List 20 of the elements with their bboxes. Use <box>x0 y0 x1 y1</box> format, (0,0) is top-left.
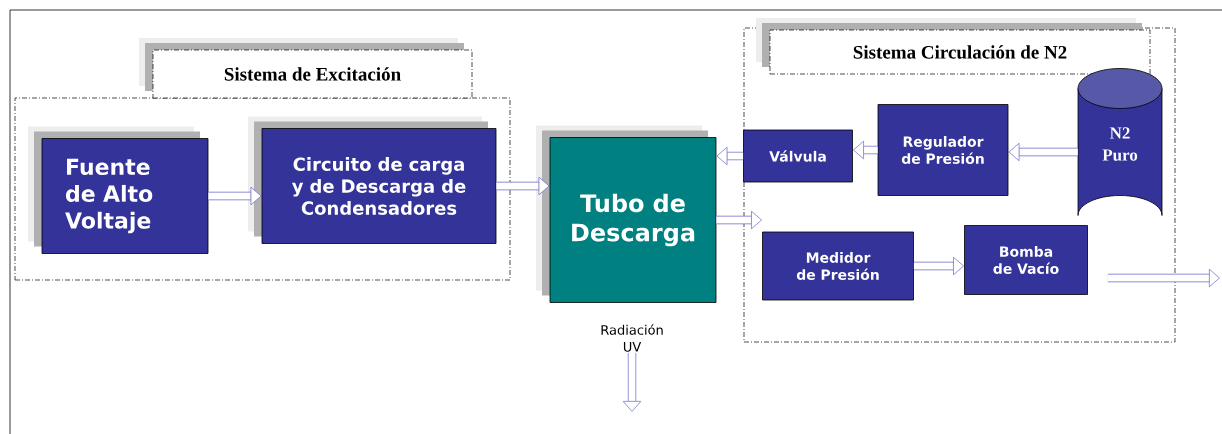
block-arrow <box>496 176 550 196</box>
block-arrow <box>208 186 262 206</box>
cylinder-tank: N2 Puro <box>1077 68 1163 216</box>
tube-box: Tubo de Descarga <box>536 125 717 303</box>
block-arrow <box>853 140 878 160</box>
block-arrow <box>913 256 964 276</box>
block-arrow <box>716 146 744 166</box>
block-arrow <box>622 352 642 412</box>
process-box: Fuente de Alto Voltaje <box>28 126 209 254</box>
heading-box: Sistema de Excitación <box>139 38 473 99</box>
process-box: Válvula <box>743 129 853 183</box>
block-arrow <box>716 210 762 230</box>
process-box: Regulador de Presión <box>877 104 1009 196</box>
caption-text: Radiación UV <box>601 324 663 352</box>
process-box: Medidor de Presión <box>762 231 914 301</box>
block-arrow <box>1008 142 1078 162</box>
heading-box: Sistema Circulación de N2 <box>756 18 1151 75</box>
process-box: Circuito de carga y de Descarga de Condensadores <box>248 116 497 244</box>
process-box: Bomba de Vacío <box>964 225 1088 295</box>
block-arrow <box>1107 268 1220 288</box>
